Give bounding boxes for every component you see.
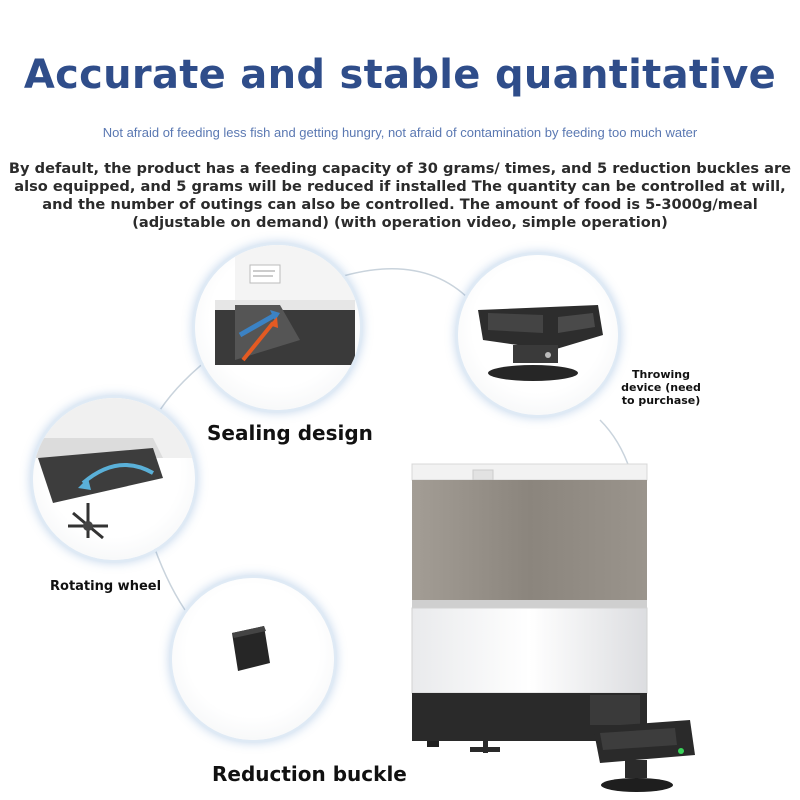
rotating-wheel-image [33, 398, 195, 560]
throwing-label-line3: to purchase) [621, 394, 701, 407]
label-reduction-buckle: Reduction buckle [212, 762, 407, 786]
throwing-label-line1: Throwing [632, 368, 690, 381]
page-title: Accurate and stable quantitative [23, 52, 777, 98]
throwing-device-image [458, 255, 618, 415]
label-rotating-wheel: Rotating wheel [50, 579, 162, 594]
label-sealing-design: Sealing design [207, 421, 373, 445]
sealing-design-image [195, 245, 360, 410]
feeder-product-image [411, 463, 695, 792]
product-description: By default, the product has a feeding ca… [8, 160, 792, 231]
page-subtitle: Not afraid of feeding less fish and gett… [102, 125, 698, 140]
label-throwing-device: Throwing device (need to purchase) [616, 368, 706, 407]
reduction-buckle-image [172, 578, 334, 740]
throwing-label-line2: device (need [621, 381, 701, 394]
